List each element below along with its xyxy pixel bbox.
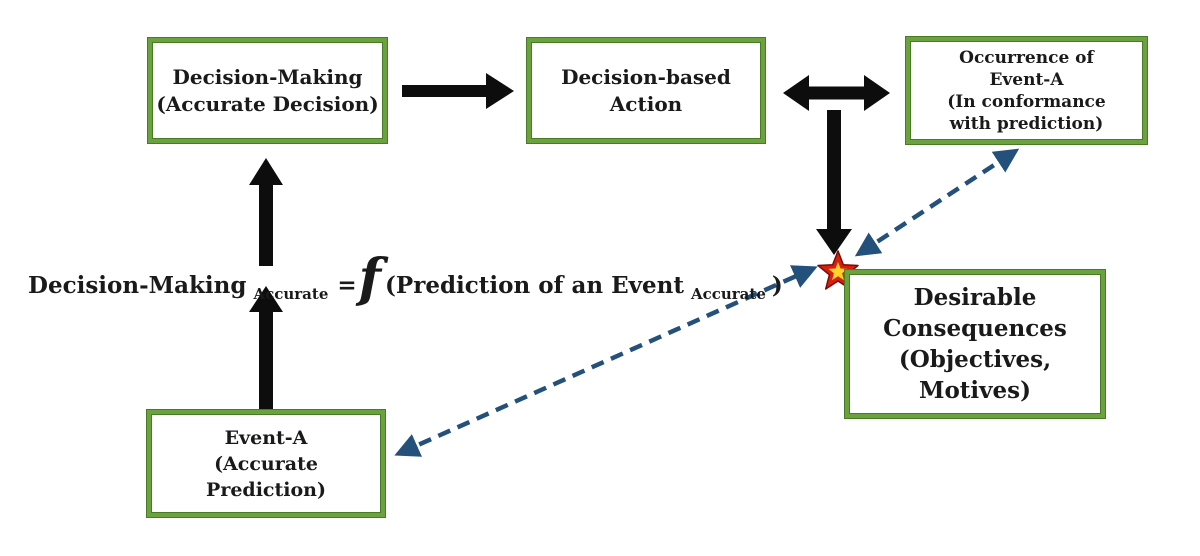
box-occurrence-event-a-line: (In conformance	[947, 91, 1106, 112]
formula-rhs: (Prediction of an Event	[385, 272, 684, 299]
box-decision-based-action-line: Decision-based	[561, 64, 731, 89]
box-occurrence-event-a-line: Occurrence of	[959, 47, 1094, 68]
box-decision-making-line: (Accurate Decision)	[156, 91, 379, 116]
formula-decision-making-function: Decision-Making Accurate = f (Prediction…	[28, 245, 783, 309]
arrow-double-action-occurrence-icon	[783, 75, 890, 111]
box-occurrence-event-a-line: Event-A	[989, 69, 1064, 90]
box-desirable-consequences-line: (Objectives,	[898, 346, 1052, 373]
box-decision-based-action: Decision-based Action	[527, 38, 765, 143]
box-desirable-consequences-line: Desirable	[913, 284, 1037, 311]
box-desirable-consequences-line: Consequences	[883, 315, 1067, 342]
formula-equals-sign: =	[337, 272, 357, 299]
formula-close-paren: )	[771, 272, 783, 299]
box-desirable-consequences: Desirable Consequences (Objectives, Moti…	[845, 270, 1105, 418]
box-event-a: Event-A (Accurate Prediction)	[147, 410, 385, 517]
box-event-a-line: (Accurate	[214, 452, 318, 475]
formula-lhs: Decision-Making	[28, 272, 247, 299]
box-decision-making-line: Decision-Making	[172, 64, 363, 89]
formula-rhs-subscript: Accurate	[690, 285, 766, 303]
formula-function-f: f	[358, 248, 382, 309]
box-event-a-line: Event-A	[224, 426, 308, 449]
dashed-arrow-star-to-occurrence	[854, 148, 1020, 257]
arrow-right-decision-to-action-icon	[402, 73, 514, 109]
box-desirable-consequences-line: Motives)	[919, 377, 1031, 404]
box-occurrence-event-a: Occurrence of Event-A (In conformance wi…	[906, 37, 1147, 144]
box-decision-based-action-line: Action	[609, 91, 683, 116]
formula-lhs-subscript: Accurate	[253, 285, 329, 303]
box-decision-making: Decision-Making (Accurate Decision)	[148, 38, 387, 143]
box-occurrence-event-a-line: with prediction)	[949, 113, 1104, 134]
arrow-down-to-star-icon	[816, 110, 852, 255]
box-event-a-line: Prediction)	[206, 478, 326, 501]
